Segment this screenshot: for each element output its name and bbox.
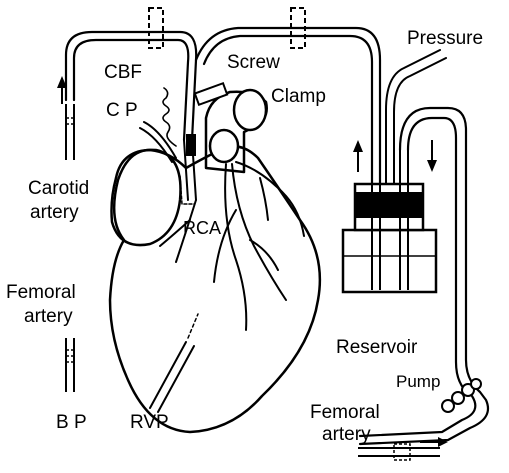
label-bp: B P <box>56 412 87 433</box>
label-carotid: Carotid <box>28 178 89 199</box>
label-pressure: Pressure <box>407 28 483 49</box>
label-femoral-right: Femoral <box>310 402 380 423</box>
screw-clamp <box>195 83 227 105</box>
label-femoral-artery-left: artery <box>24 306 73 327</box>
rvp-catheter <box>150 314 198 412</box>
pulmonary-trunk <box>210 130 238 162</box>
label-cp: C P <box>106 100 138 121</box>
heart <box>110 83 320 432</box>
label-femoral-artery-right: artery <box>322 424 371 445</box>
label-cbf: CBF <box>104 62 142 83</box>
label-screw: Screw <box>227 52 280 73</box>
reservoir <box>343 140 437 292</box>
rca-cannula-block <box>186 134 196 156</box>
label-rvp: RVP <box>130 412 169 433</box>
label-pump: Pump <box>396 371 440 392</box>
left-atrium <box>112 150 181 245</box>
reservoir-seal <box>355 192 423 218</box>
label-carotid-artery: artery <box>30 202 79 223</box>
label-reservoir: Reservoir <box>336 337 417 358</box>
label-rca: RCA <box>183 218 221 239</box>
tube-clamp-left <box>149 8 163 48</box>
label-femoral-left: Femoral <box>6 282 76 303</box>
femoral-cannula-left <box>66 338 74 392</box>
label-clamp: Clamp <box>271 86 326 107</box>
cbf-probe <box>163 88 176 146</box>
